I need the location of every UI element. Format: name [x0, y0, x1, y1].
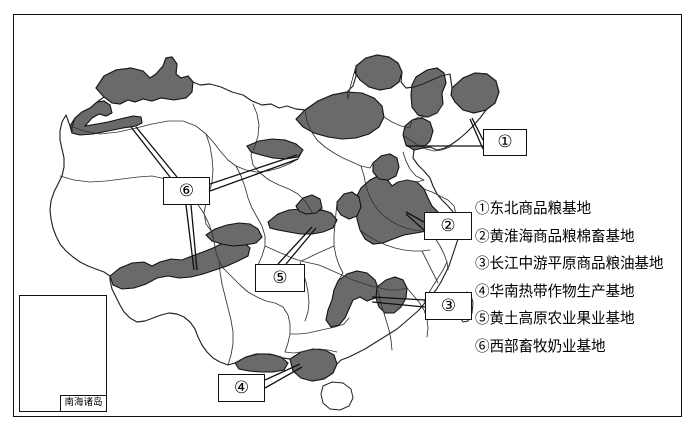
legend-item-4: ④华南热带作物生产基地 — [475, 283, 635, 300]
callout-box-4[interactable]: ④ — [218, 374, 265, 402]
callout-box-5[interactable]: ⑤ — [255, 264, 305, 292]
map-legend: ①东北商品粮基地 ②黄淮海商品粮棉畜基地 ③长江中游平原商品粮油基地 ④华南热带… — [475, 196, 680, 361]
legend-item-3: ③长江中游平原商品粮油基地 — [475, 256, 664, 272]
callout-box-1[interactable]: ① — [483, 129, 527, 156]
callout-label-2: ② — [440, 216, 456, 235]
legend-item-5: ⑤黄土高原农业果业基地 — [475, 311, 635, 327]
callout-label-6: ⑥ — [178, 181, 195, 200]
callout-label-5: ⑤ — [272, 268, 288, 287]
callout-box-2[interactable]: ② — [424, 212, 472, 240]
callout-label-4: ④ — [233, 378, 250, 397]
legend-item-2: ②黄淮海商品粮棉畜基地 — [475, 228, 635, 245]
callout-box-3[interactable]: ③ — [425, 292, 472, 320]
legend-item-6: ⑥西部畜牧奶业基地 — [475, 338, 606, 355]
callout-box-6[interactable]: ⑥ — [163, 177, 210, 205]
callout-label-1: ① — [497, 132, 513, 151]
inset-map-frame — [19, 295, 107, 412]
inset-map-label: 南海诸岛 — [60, 395, 107, 412]
callout-label-3: ③ — [440, 296, 457, 315]
legend-item-1: ①东北商品粮基地 — [475, 201, 591, 217]
